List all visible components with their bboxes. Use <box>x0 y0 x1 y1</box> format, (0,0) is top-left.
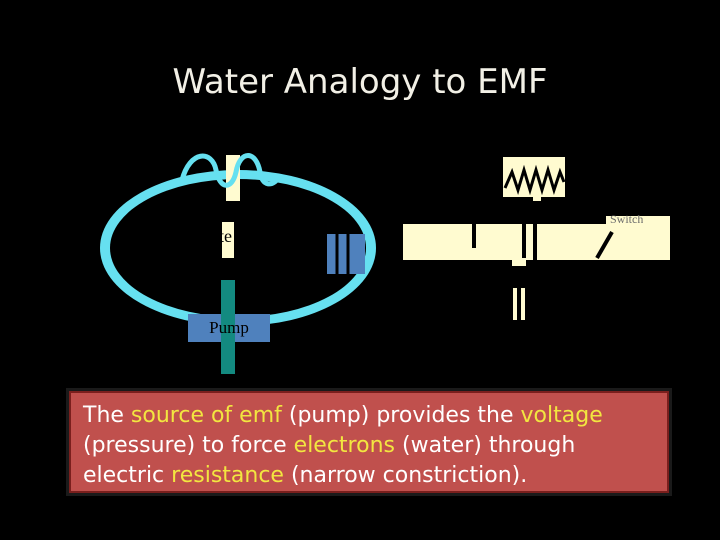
slide-title: Water Analogy to EMF <box>172 62 548 102</box>
switch-label-bg <box>606 216 670 226</box>
resistor-zigzag <box>503 164 566 196</box>
caption-box: The source of emf (pump) provides the vo… <box>66 388 672 496</box>
water-circuit <box>100 153 376 374</box>
water-left-fragment: te <box>219 226 232 246</box>
pump-pipe-bottom <box>221 340 235 374</box>
caption-text: The source of emf (pump) provides the vo… <box>83 401 655 491</box>
water-loop-inner <box>110 179 366 317</box>
water-wave <box>179 153 283 188</box>
caption-text-1: The <box>83 403 131 428</box>
pump-label: Pump <box>209 318 249 337</box>
caption-highlight-voltage: voltage <box>520 403 603 428</box>
pump-pipe-top <box>221 280 235 316</box>
circuit-left-fragment: T <box>436 210 446 226</box>
caption-highlight-source: source of emf <box>130 403 282 428</box>
battery-tab-top <box>533 193 541 201</box>
switch-lever <box>595 231 614 259</box>
battery-lower <box>512 258 526 266</box>
caption-text-2: (pump) provides the <box>281 403 521 428</box>
caption-text-5: (narrow constriction). <box>283 463 528 488</box>
electric-circuit <box>403 157 670 320</box>
switch-label: Switch <box>610 212 644 224</box>
caption-highlight-resistance: resistance <box>171 463 284 488</box>
left-panel <box>222 222 234 258</box>
caption-text-4: (water) through electric <box>83 433 576 488</box>
pump-pipe-center <box>221 314 235 342</box>
constriction-block <box>327 234 365 274</box>
tube-edge-mark <box>110 287 120 299</box>
caption-highlight-electrons: electrons <box>293 433 395 458</box>
caption-text-3: (pressure) to force <box>83 433 294 458</box>
